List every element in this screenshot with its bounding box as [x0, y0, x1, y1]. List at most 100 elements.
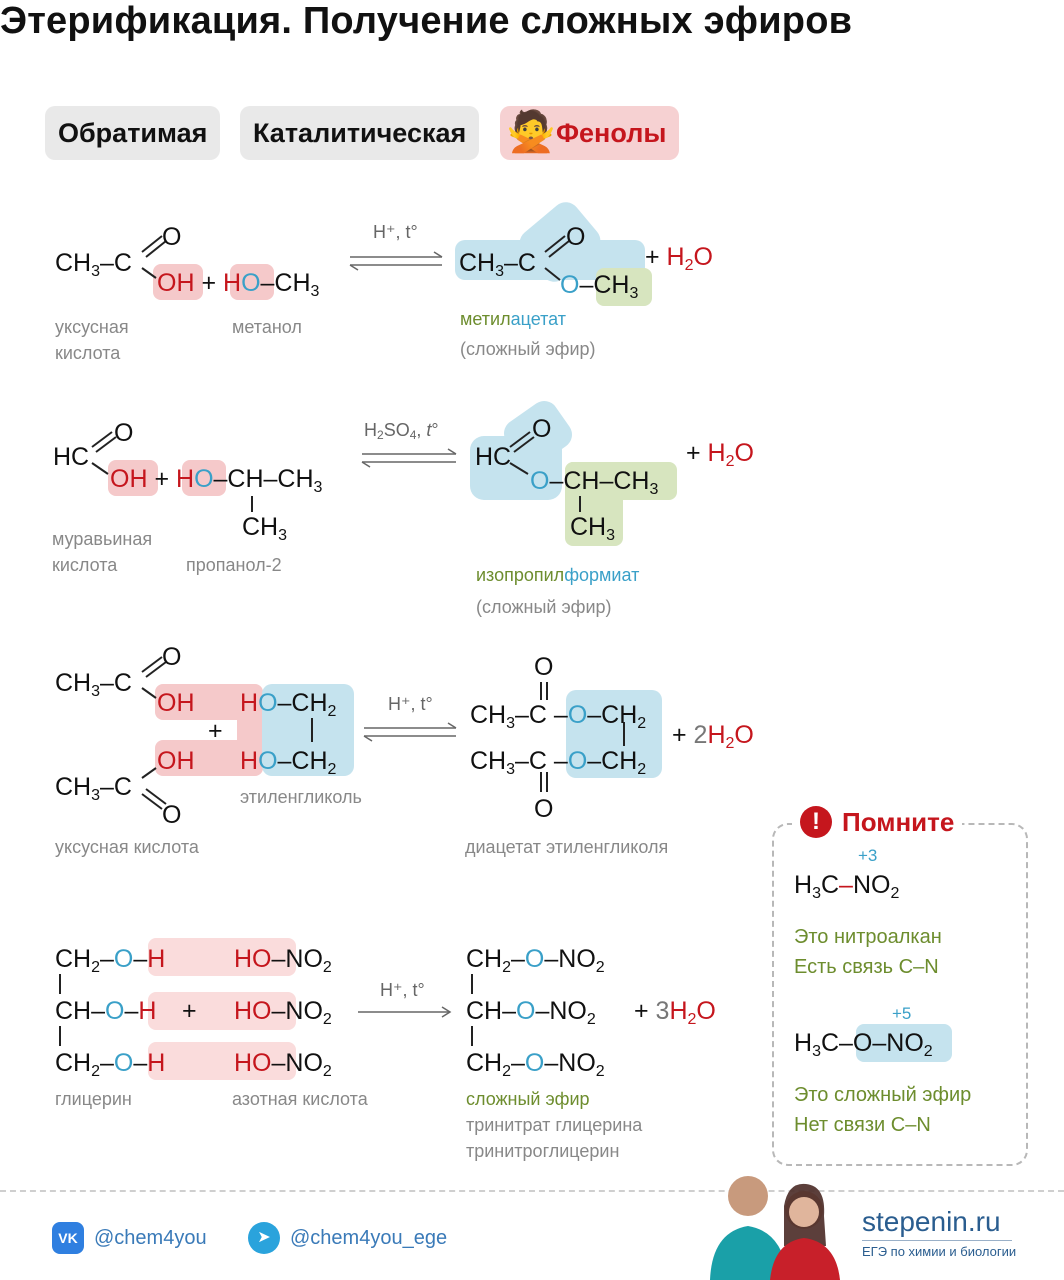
page-title: Этерификация. Получение сложных эфиров	[0, 0, 853, 42]
site-subtitle: ЕГЭ по химии и биологии	[862, 1244, 1017, 1259]
highlight-glycol-product-3	[566, 690, 662, 778]
highlight-ester-remember	[856, 1024, 952, 1062]
product-3-row2: CH3–C –O–CH2	[470, 747, 647, 778]
label-glycerol: глицерин	[55, 1089, 132, 1109]
highlight-ho-1	[230, 264, 274, 300]
note-ester-1: Это сложный эфир	[794, 1084, 972, 1106]
acetic-acid-3a-oh: OH	[157, 689, 195, 717]
site-link[interactable]: stepenin.ru	[862, 1206, 1001, 1237]
vk-icon: VK	[52, 1222, 84, 1254]
water-2: + H2O	[686, 439, 754, 470]
acetic-acid-3b: CH3–C	[55, 773, 132, 804]
note-ester-2: Нет связи C–N	[794, 1114, 931, 1136]
condition-3: H⁺, t°	[388, 694, 433, 714]
formic-acid-hc: HC	[53, 443, 90, 471]
label-acetic-acid-1b: кислота	[55, 343, 121, 363]
nitric-acid-2: HO–NO2	[234, 997, 332, 1028]
note-nitroalkane-2: Есть связь C–N	[794, 956, 939, 978]
glycol-ho-2: HO–CH2	[240, 747, 337, 778]
tag-catalytic: Каталитическая	[240, 106, 480, 160]
acetic-acid-ch3c: CH3–C	[55, 249, 132, 280]
formic-acid-oh: OH + HO–CH–CH3	[110, 465, 323, 496]
highlight-methyl-1	[596, 268, 652, 306]
highlight-glycerol-oh-3	[148, 1042, 296, 1080]
highlight-ho-2	[182, 460, 226, 496]
ester-2-ch3: CH3	[570, 513, 616, 544]
water-1: + H2O	[645, 243, 713, 274]
authors-photo	[710, 1176, 840, 1280]
label-acetic-acid-1a: уксусная	[55, 317, 129, 337]
label-nitric-acid: азотная кислота	[232, 1089, 368, 1109]
highlight-oh-1	[153, 264, 203, 300]
glycerol-row2: CH–O–H	[55, 997, 157, 1025]
propanol-ch3: CH3	[242, 513, 288, 544]
tag-phenols-label: Фенолы	[556, 118, 667, 148]
acetic-acid-3a-o: O	[162, 643, 182, 671]
label-glycerol-trinitrate: тринитрат глицерина	[466, 1115, 643, 1135]
glycerol-row3: CH2–O–H	[55, 1049, 166, 1080]
product-3-o-top: O	[534, 653, 554, 681]
acetic-acid-3b-o: O	[162, 801, 182, 829]
vk-link[interactable]: VK@chem4you	[52, 1222, 207, 1254]
ester-2-och: O–CH–CH3	[530, 467, 659, 498]
label-nitroglycerin: тринитроглицерин	[466, 1141, 620, 1161]
nitric-acid-3: HO–NO2	[234, 1049, 332, 1080]
telegram-icon: ➤	[248, 1222, 280, 1254]
label-ester-4: сложный эфир	[466, 1089, 590, 1109]
highlight-ho-3	[237, 684, 263, 776]
label-ethylene-glycol: этиленгликоль	[240, 787, 362, 807]
water-3: + 2H2O	[672, 721, 754, 752]
plus-4: +	[182, 997, 197, 1025]
site-underline	[862, 1240, 1012, 1241]
tag-phenols: 🙅 Фенолы	[500, 106, 680, 160]
acetic-acid-3b-oh: OH	[157, 747, 195, 775]
acetic-acid-3a: CH3–C	[55, 669, 132, 700]
condition-4: H⁺, t°	[380, 980, 425, 1000]
tag-reversible: Обратимая	[45, 106, 221, 160]
plus-3: +	[208, 717, 223, 745]
formic-acid-o: O	[114, 419, 134, 447]
ester-2-o: O	[532, 415, 552, 443]
condition-1: H⁺, t°	[373, 222, 418, 242]
highlight-glycerol-oh-2	[148, 992, 296, 1030]
label-ester-class-2: (сложный эфир)	[476, 597, 612, 617]
acetic-acid-oh: OH + HO–CH3	[157, 269, 320, 300]
ester-2-hc: HC	[475, 443, 512, 471]
remember-title: !Помните	[792, 806, 963, 838]
ester-1-o: O	[566, 223, 586, 251]
oxidation-state-2: +5	[892, 1004, 912, 1023]
nitroglycerin-row1: CH2–O–NO2	[466, 945, 605, 976]
exclamation-icon: !	[800, 806, 832, 838]
highlight-glycol-3	[262, 684, 354, 776]
product-3-row1: CH3–C –O–CH2	[470, 701, 647, 732]
nitroglycerin-row3: CH2–O–NO2	[466, 1049, 605, 1080]
footer-divider	[0, 1190, 1064, 1192]
label-ester-class-1: (сложный эфир)	[460, 339, 596, 359]
highlight-oh-2	[108, 460, 158, 496]
water-4: + 3H2O	[634, 997, 716, 1028]
label-formic-acid-b: кислота	[52, 555, 118, 575]
nitromethane-formula: H3C–NO2	[794, 871, 900, 902]
note-nitroalkane-1: Это нитроалкан	[794, 926, 942, 948]
glycol-ho-1: HO–CH2	[240, 689, 337, 720]
methyl-nitrate-formula: H3C–O–NO2	[794, 1029, 933, 1060]
condition-2: H2SO4, t°	[364, 420, 439, 442]
label-isopropyl-formate: изопропилформиат	[476, 565, 640, 585]
nitroglycerin-row2: CH–O–NO2	[466, 997, 596, 1028]
telegram-link[interactable]: ➤@chem4you_ege	[248, 1222, 447, 1254]
no-gesture-emoji-icon: 🙅	[506, 110, 556, 154]
product-3-o-bottom: O	[534, 795, 554, 823]
label-acetic-acid-3: уксусная кислота	[55, 837, 199, 857]
nitric-acid-1: HO–NO2	[234, 945, 332, 976]
acetic-acid-o: O	[162, 223, 182, 251]
glycerol-row1: CH2–O–H	[55, 945, 166, 976]
label-propanol-2: пропанол-2	[186, 555, 282, 575]
highlight-isopropyl-2b	[565, 462, 623, 546]
label-methanol: метанол	[232, 317, 302, 337]
ester-1-ch3c: CH3–C	[459, 249, 536, 280]
label-methyl-acetate: метилацетат	[460, 309, 567, 329]
label-formic-acid-a: муравьиная	[52, 529, 153, 549]
label-glycol-diacetate: диацетат этиленгликоля	[465, 837, 669, 857]
oxidation-state-1: +3	[858, 846, 878, 865]
